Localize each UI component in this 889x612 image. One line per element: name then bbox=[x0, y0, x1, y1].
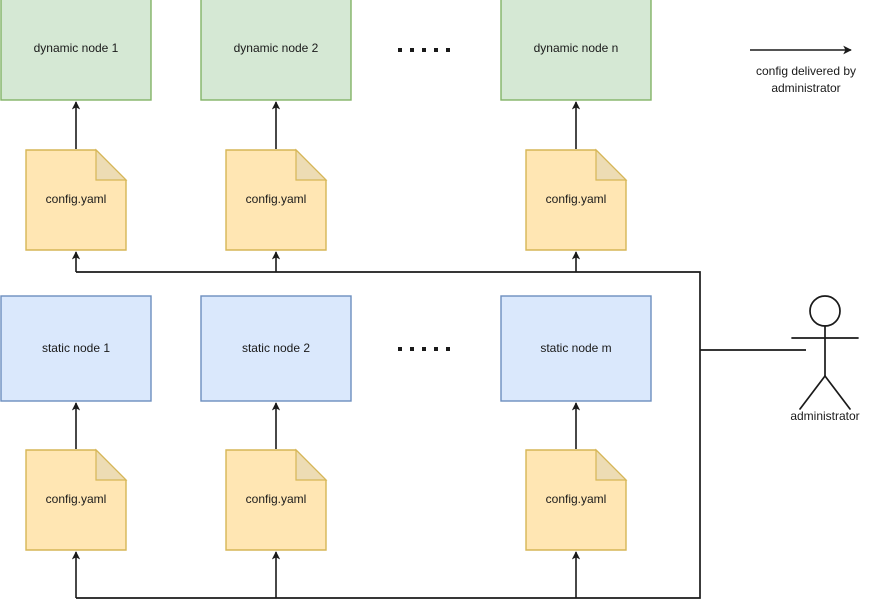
dynamic-node-n[interactable]: dynamic node n bbox=[500, 0, 652, 101]
dynamic-node-2-label: dynamic node 2 bbox=[234, 41, 319, 55]
dynamic-config-note-1-fold-icon bbox=[95, 148, 128, 181]
static-node-2-label: static node 2 bbox=[242, 341, 310, 355]
config-delivery-bus-line bbox=[76, 271, 701, 599]
administrator-label: administrator bbox=[790, 409, 859, 423]
dynamic-config-note-n-label: config.yaml bbox=[546, 192, 607, 206]
dynamic-config-note-2-fold-icon bbox=[295, 148, 328, 181]
static-config-note-2-fold-icon bbox=[295, 448, 328, 481]
dynamic-node-2[interactable]: dynamic node 2 bbox=[200, 0, 352, 101]
static-node-m-box[interactable] bbox=[500, 295, 652, 402]
legend-line-1: config delivered by bbox=[756, 64, 856, 78]
static-node-1-box[interactable] bbox=[0, 295, 152, 402]
dynamic-row-ellipsis bbox=[398, 48, 450, 52]
static-config-note-2[interactable]: config.yaml bbox=[225, 448, 328, 551]
dynamic-node-1-label: dynamic node 1 bbox=[34, 41, 119, 55]
legend: config delivered by administrator bbox=[750, 45, 856, 95]
static-node-2-box[interactable] bbox=[200, 295, 352, 402]
static-config-note-2-label: config.yaml bbox=[246, 492, 307, 506]
stick-figure-actor-icon bbox=[791, 295, 859, 410]
static-config-note-1-label: config.yaml bbox=[46, 492, 107, 506]
legend-line-2: administrator bbox=[771, 81, 840, 95]
top-riser-group bbox=[71, 251, 581, 272]
dynamic-node-2-box[interactable] bbox=[200, 0, 352, 101]
dynamic-config-note-n-fold-icon bbox=[595, 148, 628, 181]
static-config-note-m-label: config.yaml bbox=[546, 492, 607, 506]
actor-left-leg-icon bbox=[799, 375, 826, 410]
static-row-ellipsis bbox=[398, 347, 450, 351]
top-note-to-node-arrow-group bbox=[71, 101, 581, 149]
dynamic-config-note-2[interactable]: config.yaml bbox=[225, 148, 328, 251]
static-node-m[interactable]: static node m bbox=[500, 295, 652, 402]
bottom-riser-group bbox=[71, 551, 581, 598]
dynamic-config-note-1-label: config.yaml bbox=[46, 192, 107, 206]
static-config-note-m[interactable]: config.yaml bbox=[525, 448, 628, 551]
dynamic-node-1[interactable]: dynamic node 1 bbox=[0, 0, 152, 101]
dynamic-config-note-n[interactable]: config.yaml bbox=[525, 148, 628, 251]
dynamic-node-n-label: dynamic node n bbox=[534, 41, 619, 55]
dynamic-node-1-box[interactable] bbox=[0, 0, 152, 101]
actor-right-leg-icon bbox=[824, 375, 851, 410]
static-config-note-1[interactable]: config.yaml bbox=[25, 448, 128, 551]
administrator-actor[interactable]: administrator bbox=[790, 295, 860, 423]
dynamic-config-note-2-label: config.yaml bbox=[246, 192, 307, 206]
static-node-1[interactable]: static node 1 bbox=[0, 295, 152, 402]
static-config-note-1-fold-icon bbox=[95, 448, 128, 481]
static-config-note-m-fold-icon bbox=[595, 448, 628, 481]
static-node-1-label: static node 1 bbox=[42, 341, 110, 355]
dynamic-config-note-1[interactable]: config.yaml bbox=[25, 148, 128, 251]
static-node-2[interactable]: static node 2 bbox=[200, 295, 352, 402]
actor-head-icon bbox=[809, 295, 841, 327]
dynamic-node-n-box[interactable] bbox=[500, 0, 652, 101]
static-node-m-label: static node m bbox=[540, 341, 611, 355]
bottom-note-to-node-arrow-group bbox=[71, 402, 581, 449]
